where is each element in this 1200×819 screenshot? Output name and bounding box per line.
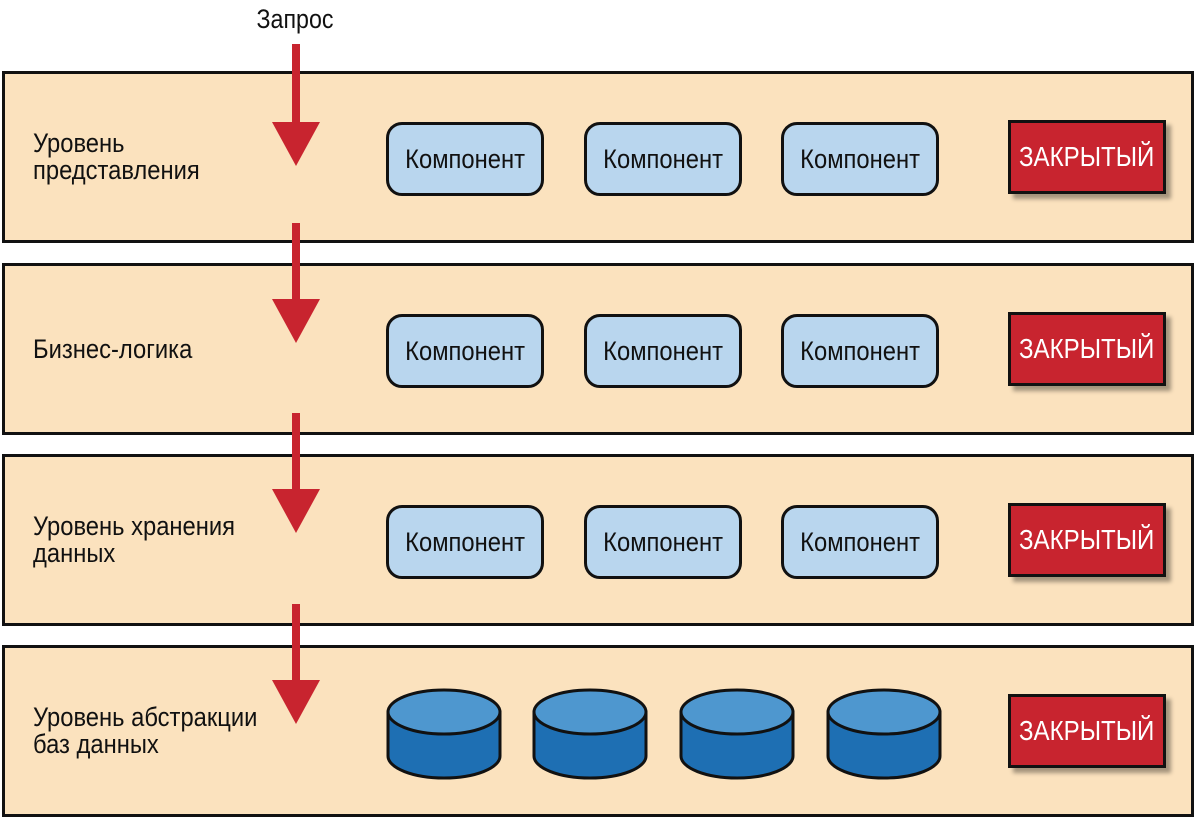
component-box: Компонент [781,505,939,579]
arrow-down-icon [272,44,320,166]
database-icon [826,688,942,780]
closed-badge: ЗАКРЫТЫЙ [1008,120,1166,194]
closed-badge: ЗАКРЫТЫЙ [1008,312,1166,386]
component-box: Компонент [386,122,544,196]
arrow-down-icon [272,604,320,724]
closed-badge: ЗАКРЫТЫЙ [1008,694,1166,768]
closed-badge: ЗАКРЫТЫЙ [1008,503,1166,577]
database-icon [679,688,795,780]
component-box: Компонент [781,314,939,388]
database-icon [532,688,648,780]
layer-name: Уровень абстракции баз данных [33,702,258,759]
layer-business-logic: Бизнес-логика Компонент Компонент Компон… [2,263,1194,435]
layer-name: Бизнес-логика [33,333,193,364]
layer-persistence: Уровень хранения данных Компонент Компон… [2,454,1194,626]
request-label: Запрос [256,4,334,34]
component-box: Компонент [584,122,742,196]
arrow-down-icon [272,223,320,343]
layer-database: Уровень абстракции баз данных ЗАКРЫТЫЙ [2,645,1194,817]
layer-presentation: Уровень представления Компонент Компонен… [2,71,1194,243]
arrow-down-icon [272,413,320,533]
component-box: Компонент [386,505,544,579]
component-box: Компонент [386,314,544,388]
component-box: Компонент [584,505,742,579]
database-icon [386,688,502,780]
component-box: Компонент [781,122,939,196]
layer-name: Уровень хранения данных [33,511,236,568]
layer-name: Уровень представления [33,128,200,185]
component-box: Компонент [584,314,742,388]
